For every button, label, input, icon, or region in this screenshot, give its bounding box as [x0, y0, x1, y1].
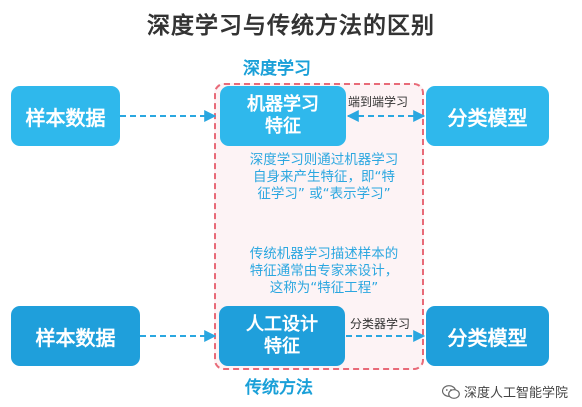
trad-description-line-1: 传统机器学习描述样本的 — [249, 246, 399, 262]
dl-feature-box: 机器学习 特征 — [220, 86, 346, 146]
diagram-title: 深度学习与传统方法的区别 — [147, 13, 435, 39]
trad-description-line-3: 这称为“特征工程” — [269, 280, 379, 296]
traditional-label: 传统方法 — [245, 378, 313, 398]
dl-description-line-3: 征学习” 或“表示学习” — [257, 186, 391, 202]
watermark-text: 深度人工智能学院 — [463, 386, 568, 401]
trad-output-box: 分类模型 — [426, 306, 549, 366]
trad-input-text: 样本数据 — [35, 325, 116, 350]
dl-output-box: 分类模型 — [426, 86, 549, 146]
dl-description: 深度学习则通过机器学习 自身来产生特征，即“特 征学习” 或“表示学习” — [224, 152, 424, 203]
watermark: 深度人工智能学院 — [441, 382, 568, 401]
dl-edge-label: 端到端学习 — [348, 95, 409, 109]
dl-feature-line-1: 机器学习 — [247, 94, 319, 115]
trad-feature-line-2: 特征 — [264, 336, 300, 357]
trad-feature-line-1: 人工设计 — [246, 314, 318, 335]
trad-output-text: 分类模型 — [447, 325, 528, 350]
trad-description: 传统机器学习描述样本的 特征通常由专家来设计， 这称为“特征工程” — [224, 246, 424, 297]
trad-input-box: 样本数据 — [11, 306, 140, 366]
dl-description-line-2: 自身来产生特征，即“特 — [253, 169, 395, 185]
trad-edge-label: 分类器学习 — [350, 317, 411, 331]
trad-description-line-2: 特征通常由专家来设计， — [249, 263, 399, 279]
deep-learning-label: 深度学习 — [243, 59, 311, 79]
dl-output-text: 分类模型 — [447, 105, 528, 130]
trad-feature-box: 人工设计 特征 — [219, 306, 345, 366]
wechat-icon — [441, 384, 460, 399]
dl-input-text: 样本数据 — [25, 105, 106, 130]
dl-description-line-1: 深度学习则通过机器学习 — [249, 152, 399, 168]
dl-input-box: 样本数据 — [11, 86, 120, 146]
dl-feature-line-2: 特征 — [265, 116, 301, 137]
